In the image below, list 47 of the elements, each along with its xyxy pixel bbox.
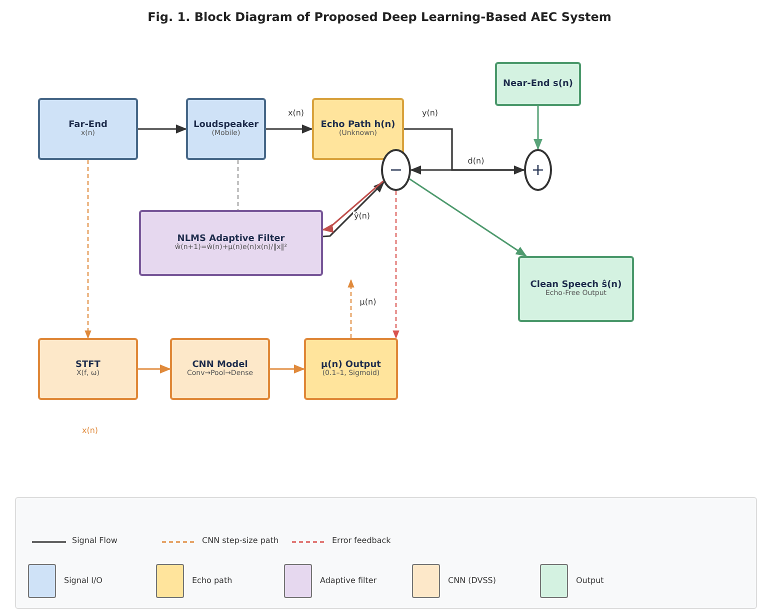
legend-label: Signal I/O	[64, 576, 102, 585]
legend-label: Adaptive filter	[320, 576, 377, 585]
arrow	[138, 124, 188, 134]
legend-label: Error feedback	[332, 536, 391, 545]
process-box	[170, 338, 270, 400]
legend-label: Echo path	[192, 576, 232, 585]
process-box	[495, 62, 581, 106]
edge-label: μ(n)	[358, 298, 378, 306]
node-title: −	[389, 160, 403, 180]
arrow	[84, 160, 92, 339]
node-title: NLMS Adaptive Filter	[177, 234, 285, 244]
edge-label: d(n)	[466, 156, 486, 166]
edge-label: ŷ(n)	[352, 212, 372, 220]
node-title: Clean Speech ŝ(n)	[530, 280, 622, 290]
arrow	[270, 364, 306, 374]
process-box	[139, 210, 323, 276]
arrow	[348, 279, 354, 338]
node-title: STFT	[76, 360, 100, 370]
arrow	[266, 124, 314, 134]
process-box	[38, 338, 138, 400]
legend-label: CNN (DVSS)	[448, 576, 496, 585]
process-box	[518, 256, 634, 322]
summing-junction	[381, 149, 411, 191]
node-title: Far-End	[68, 120, 108, 130]
node-title: Loudspeaker	[193, 120, 259, 130]
arrow	[409, 178, 528, 257]
process-box	[38, 98, 138, 160]
node-title: +	[531, 160, 545, 180]
arrow	[138, 364, 172, 374]
legend-label: Signal Flow	[72, 536, 118, 545]
edge-label: y(n)	[420, 108, 440, 118]
process-box	[186, 98, 266, 160]
signal-label: x(n)	[82, 426, 98, 435]
node-title: CNN Model	[192, 360, 248, 370]
node-title: μ(n) Output	[321, 360, 381, 370]
node-title: Near-End s(n)	[502, 78, 573, 90]
arrow	[534, 106, 542, 150]
legend-label: CNN step-size path	[202, 536, 279, 545]
edge-label: x(n)	[286, 108, 306, 118]
diagram-title: Fig. 1. Block Diagram of Proposed Deep Learning-Based AEC System	[146, 10, 612, 24]
arrow	[410, 166, 524, 174]
summing-junction	[524, 149, 552, 191]
process-box	[304, 338, 398, 400]
node-title: Echo Path h(n)	[320, 120, 396, 130]
process-box	[312, 98, 404, 160]
legend-label: Output	[576, 576, 604, 585]
arrow	[392, 191, 400, 339]
